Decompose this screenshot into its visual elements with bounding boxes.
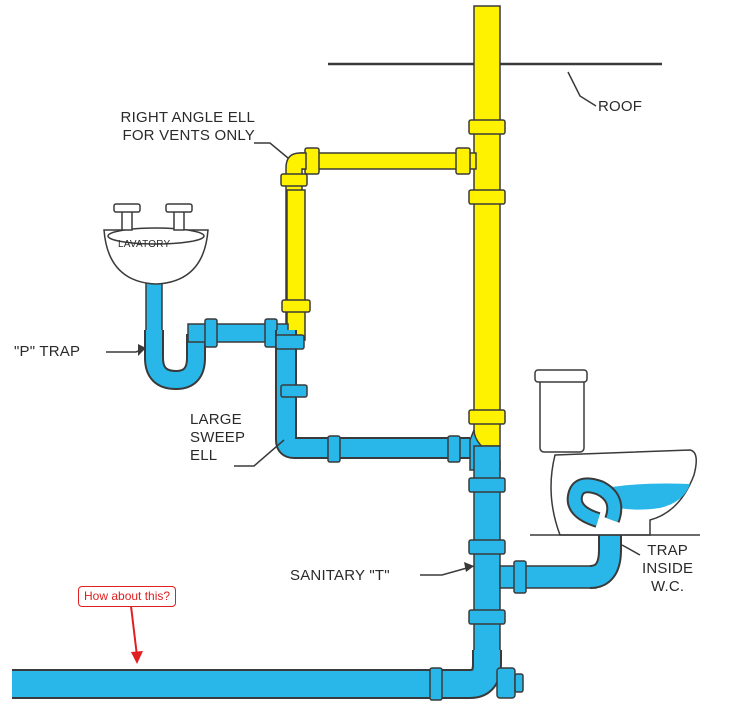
annotation-callout: How about this? bbox=[78, 586, 177, 607]
wc-branch bbox=[499, 560, 597, 594]
drain-stack bbox=[468, 445, 506, 657]
large-sweep-line2: SWEEP bbox=[190, 429, 246, 446]
sanitary-t-label: SANITARY "T" bbox=[290, 567, 390, 584]
p-trap-label: "P" TRAP bbox=[14, 343, 81, 360]
trap-arm bbox=[187, 318, 289, 348]
trap-inside-wc-label: TRAP INSIDE W.C. bbox=[642, 542, 693, 596]
lavatory-tailpiece bbox=[145, 281, 163, 335]
trap-inside-line3: W.C. bbox=[650, 578, 685, 595]
right-angle-ell-line1: RIGHT ANGLE ELL bbox=[120, 109, 255, 126]
cleanout bbox=[496, 667, 524, 699]
wc-water bbox=[605, 483, 690, 510]
trap-inside-line2: INSIDE bbox=[642, 560, 694, 577]
vent-riser bbox=[281, 189, 311, 341]
large-sweep-line1: LARGE bbox=[190, 411, 242, 428]
large-sweep-line3: ELL bbox=[190, 447, 218, 464]
vent-horizontal bbox=[299, 147, 477, 175]
right-angle-ell-line2: FOR VENTS ONLY bbox=[122, 127, 255, 144]
trap-inside-line1: TRAP bbox=[647, 542, 689, 559]
callout-arrow bbox=[130, 605, 143, 664]
vent-stack bbox=[468, 5, 506, 447]
lavatory-sink bbox=[103, 203, 209, 285]
roof-label: ROOF bbox=[598, 98, 643, 115]
lavatory-label: LAVATORY bbox=[118, 239, 171, 250]
drain-coupling bbox=[429, 667, 443, 701]
right-angle-ell-label: RIGHT ANGLE ELL FOR VENTS ONLY bbox=[70, 109, 255, 145]
large-sweep-ell-pipe bbox=[275, 330, 470, 459]
large-sweep-ell-label: LARGE SWEEP ELL bbox=[190, 411, 245, 465]
